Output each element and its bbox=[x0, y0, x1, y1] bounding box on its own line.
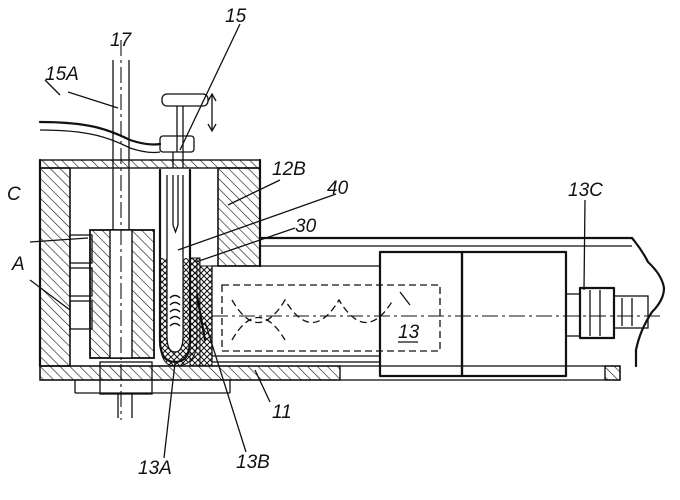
housing-c bbox=[38, 158, 262, 368]
label-c: C bbox=[7, 184, 21, 205]
cell-blocks-a bbox=[69, 229, 155, 359]
label-15a: 15A bbox=[45, 64, 79, 85]
label-17: 17 bbox=[110, 30, 133, 51]
label-11: 11 bbox=[272, 402, 292, 423]
sample-cell bbox=[158, 168, 213, 367]
label-13b: 13B bbox=[236, 452, 270, 473]
label-13a: 13A bbox=[138, 458, 172, 479]
label-13c: 13C bbox=[568, 180, 603, 201]
tube-assembly bbox=[211, 236, 666, 378]
label-a: A bbox=[11, 254, 25, 275]
stirrer-13 bbox=[195, 284, 664, 352]
probe-15 bbox=[38, 92, 217, 168]
label-15: 15 bbox=[225, 6, 247, 27]
label-12b: 12B bbox=[272, 159, 306, 180]
label-13: 13 bbox=[398, 322, 420, 343]
rod-17 bbox=[112, 40, 130, 420]
label-40: 40 bbox=[327, 178, 349, 199]
label-30: 30 bbox=[295, 216, 317, 237]
reference-labels: 17 15 15A C 12B 40 30 A 13C 13 11 13A 13… bbox=[7, 6, 603, 479]
leader-lines bbox=[29, 23, 586, 459]
base-plate bbox=[39, 361, 621, 418]
